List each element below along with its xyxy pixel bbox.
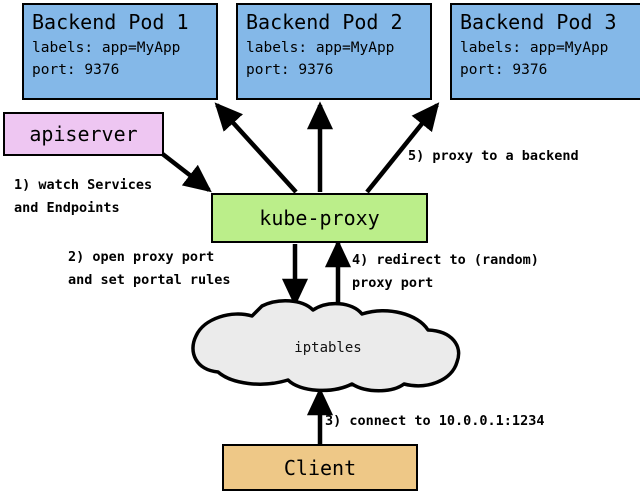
- pod-2-labels: labels: app=MyApp: [246, 40, 395, 56]
- node-client[interactable]: Client: [222, 444, 418, 491]
- pod-1-labels: labels: app=MyApp: [32, 40, 181, 56]
- pod-2-title: Backend Pod 2: [246, 10, 403, 34]
- node-backend-pod-2[interactable]: Backend Pod 2 labels: app=MyApp port: 93…: [236, 3, 432, 100]
- client-label: Client: [283, 455, 357, 480]
- pod-1-port: port: 9376: [32, 62, 120, 78]
- edge-label-step4-line2: proxy port: [352, 275, 434, 291]
- edge-label-step5: 5) proxy to a backend: [408, 148, 579, 164]
- pod-2-port: port: 9376: [246, 62, 334, 78]
- node-backend-pod-3[interactable]: Backend Pod 3 labels: app=MyApp port: 93…: [450, 3, 640, 100]
- node-kube-proxy[interactable]: kube-proxy: [211, 193, 428, 243]
- iptables-label: iptables: [294, 340, 362, 356]
- kube-proxy-label: kube-proxy: [259, 206, 380, 230]
- pod-3-labels: labels: app=MyApp: [460, 40, 609, 56]
- node-backend-pod-1[interactable]: Backend Pod 1 labels: app=MyApp port: 93…: [22, 3, 218, 100]
- node-apiserver[interactable]: apiserver: [3, 112, 164, 156]
- edge-kubeproxy-to-pod3: [365, 102, 440, 194]
- edge-label-step4-line1: 4) redirect to (random): [352, 252, 539, 268]
- edge-label-step1-line1: 1) watch Services: [14, 177, 153, 193]
- pod-1-title: Backend Pod 1: [32, 10, 189, 34]
- pod-3-port: port: 9376: [460, 62, 548, 78]
- edge-label-step1-line2: and Endpoints: [14, 200, 120, 216]
- cloud-shape: [191, 299, 461, 393]
- edge-kubeproxy-to-pod1: [214, 102, 298, 194]
- iptables-cloud: [191, 299, 461, 393]
- edge-label-step2-line1: 2) open proxy port: [68, 249, 215, 265]
- edge-apiserver-to-kubeproxy: [158, 150, 212, 193]
- apiserver-label: apiserver: [29, 122, 138, 146]
- pod-3-title: Backend Pod 3: [460, 10, 617, 34]
- edge-label-step3: 3) connect to 10.0.0.1:1234: [325, 413, 545, 429]
- edge-label-step2-line2: and set portal rules: [68, 272, 231, 288]
